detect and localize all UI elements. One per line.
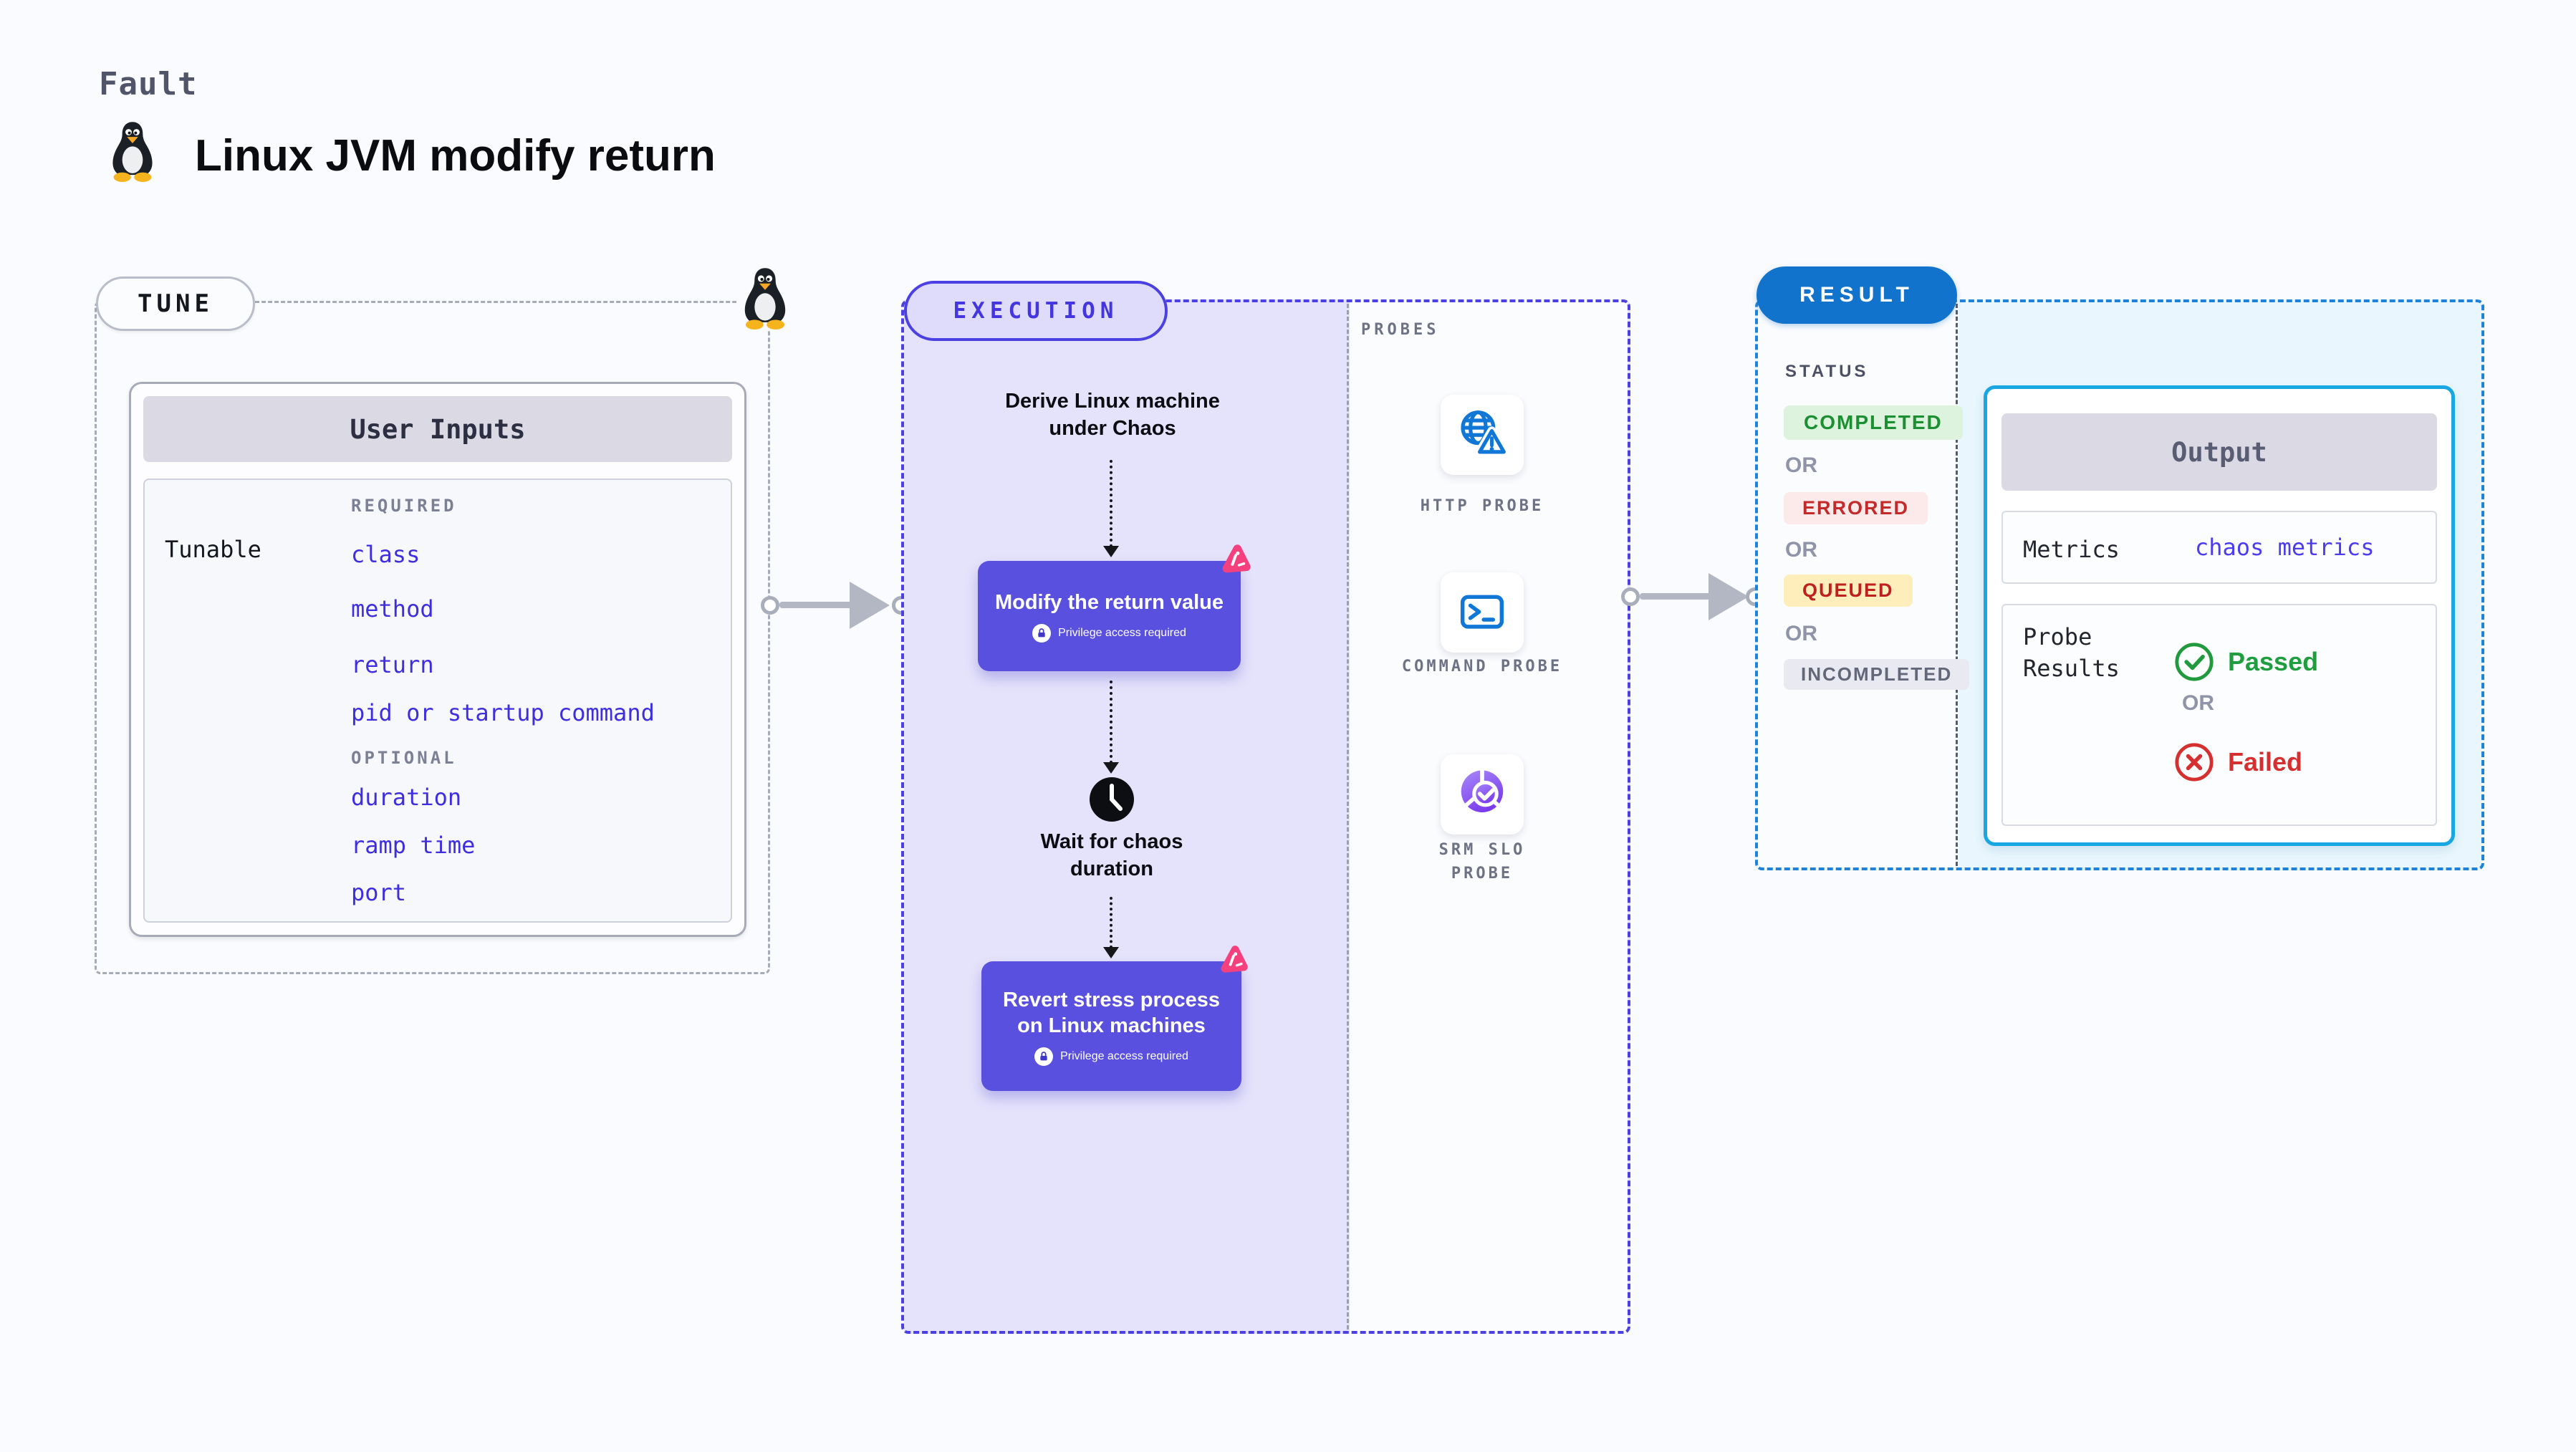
http-probe-card: [1441, 395, 1524, 475]
output-title: Output: [2171, 436, 2267, 468]
probes-label: PROBES: [1361, 321, 1440, 339]
status-badge-completed: COMPLETED: [1784, 405, 1963, 440]
tunable-row-label: Tunable: [165, 536, 261, 563]
tunable-link-pid-or-startup-command[interactable]: pid or startup command: [351, 699, 655, 726]
step-modify-return-node: Modify the return value Privilege access…: [978, 561, 1241, 671]
execution-label-pill: EXECUTION: [904, 281, 1168, 341]
wait-step-text: Wait for chaos duration: [1040, 830, 1183, 880]
user-inputs-title: User Inputs: [350, 413, 526, 445]
probe-results-row: Probe Results Passed OR Failed: [2001, 604, 2437, 826]
tunable-panel: [143, 479, 732, 923]
status-badge-incompleted: INCOMPLETED: [1784, 659, 1970, 690]
execution-to-result-arrow: [1640, 593, 1711, 600]
fault-kicker: Fault: [99, 66, 198, 102]
flow-connector: [1110, 897, 1112, 948]
or-separator: OR: [2182, 691, 2214, 715]
or-separator: OR: [1785, 538, 1817, 562]
user-inputs-header: User Inputs: [143, 396, 732, 462]
or-separator: OR: [1785, 622, 1817, 645]
check-circle-icon: [2173, 641, 2215, 686]
x-circle-icon: [2173, 741, 2215, 787]
probe-results-label: Probe Results: [2023, 623, 2120, 682]
srm-slo-probe-icon: [1456, 767, 1508, 822]
metrics-value-link[interactable]: chaos metrics: [2195, 534, 2375, 561]
execution-probes-divider: [1347, 304, 1349, 1330]
chaos-badge-icon: [1218, 944, 1249, 979]
step-title: Modify the return value: [994, 591, 1224, 614]
page-title: Linux JVM modify return: [195, 131, 716, 181]
chaos-badge-icon: [1219, 543, 1252, 580]
srm-slo-probe-label: SRM SLO PROBE: [1438, 841, 1526, 883]
srm-slo-probe-card: [1441, 754, 1524, 835]
arrow-down-icon: [1103, 947, 1119, 958]
status-badge-errored: ERRORED: [1784, 492, 1928, 524]
tunable-link-ramp-time[interactable]: ramp time: [351, 832, 476, 859]
tunable-link-method[interactable]: method: [351, 595, 434, 622]
execution-label: EXECUTION: [953, 298, 1119, 324]
tunable-link-class[interactable]: class: [351, 541, 420, 568]
connector-ring-icon: [1621, 587, 1640, 606]
command-probe-label: COMMAND PROBE: [1401, 658, 1563, 675]
result-label-pill: RESULT: [1756, 266, 1957, 324]
flow-connector: [1110, 681, 1112, 764]
tune-label: TUNE: [138, 289, 213, 318]
tunable-link-duration[interactable]: duration: [351, 784, 462, 811]
step-revert-node: Revert stress process on Linux machines …: [981, 961, 1241, 1091]
status-badge-queued: QUEUED: [1784, 574, 1913, 607]
arrow-head-icon: [850, 582, 890, 629]
arrow-down-icon: [1103, 546, 1119, 557]
connector-ring-icon: [761, 596, 779, 615]
http-probe-icon: [1456, 408, 1509, 463]
flow-connector: [1110, 460, 1112, 547]
http-probe-label: HTTP PROBE: [1420, 497, 1544, 515]
tux-penguin-icon: [736, 265, 794, 331]
metrics-label: Metrics: [2023, 536, 2120, 563]
tune-to-execution-arrow: [779, 602, 854, 608]
lock-icon: [1032, 624, 1052, 643]
status-label: STATUS: [1785, 362, 1869, 381]
tunable-link-return[interactable]: return: [351, 651, 434, 678]
result-label: RESULT: [1799, 283, 1914, 307]
tune-label-pill: TUNE: [96, 277, 255, 331]
tux-penguin-icon: [106, 120, 159, 182]
execution-start-text: Derive Linux machine under Chaos: [1005, 390, 1220, 440]
result-output-divider: [1956, 304, 1958, 866]
output-header: Output: [2001, 413, 2437, 491]
step-title: Revert stress process on Linux machines: [1002, 988, 1221, 1037]
or-separator: OR: [1785, 453, 1817, 477]
lock-icon: [1034, 1047, 1054, 1066]
command-probe-card: [1441, 572, 1524, 653]
optional-section-label: OPTIONAL: [351, 748, 457, 768]
clock-icon: [1088, 776, 1135, 827]
tune-section-box: [95, 301, 770, 974]
failed-label: Failed: [2228, 747, 2303, 777]
passed-label: Passed: [2228, 647, 2319, 676]
required-section-label: REQUIRED: [351, 496, 457, 516]
metrics-row: Metrics chaos metrics: [2001, 511, 2437, 584]
arrow-down-icon: [1103, 762, 1119, 774]
privilege-note: Privilege access required: [1058, 627, 1186, 639]
tunable-link-port[interactable]: port: [351, 879, 407, 906]
arrow-head-icon: [1708, 573, 1749, 620]
privilege-note: Privilege access required: [1060, 1049, 1188, 1062]
output-card: Output Metrics chaos metrics Probe Resul…: [1984, 385, 2455, 846]
command-probe-icon: [1457, 586, 1507, 640]
